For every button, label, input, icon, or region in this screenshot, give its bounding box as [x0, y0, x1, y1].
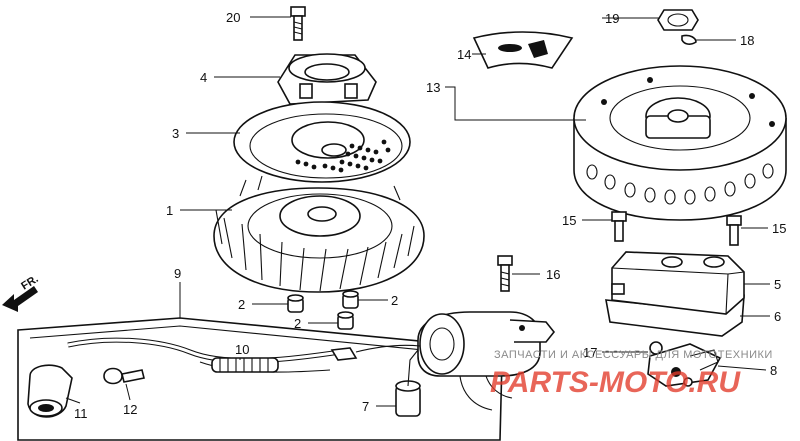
callout-numbers: 20 4 3 1 9 2 2 2 10 11 12 7 13 14 19 18 … — [74, 10, 786, 421]
callout-11: 11 — [74, 406, 88, 421]
callout-2b: 2 — [391, 293, 398, 308]
callout-6: 6 — [774, 309, 781, 324]
part-12-clip — [103, 367, 145, 385]
callout-15a: 15 — [562, 213, 576, 228]
callout-4: 4 — [200, 70, 207, 85]
callout-14: 14 — [457, 47, 471, 62]
part-4-starter-pulley — [277, 53, 377, 105]
callout-13: 13 — [426, 80, 440, 95]
part-1-cooling-fan — [213, 175, 425, 293]
callout-1: 1 — [166, 203, 173, 218]
callout-2a: 2 — [238, 297, 245, 312]
part-5-ignition-cover — [611, 251, 745, 315]
part-19-flywheel-nut — [657, 9, 699, 31]
ignition-coil — [330, 311, 556, 411]
watermark-logo: PARTS-MOTO.RU — [490, 366, 741, 399]
part-15-bolt-right — [726, 215, 742, 246]
part-14-label-sticker — [472, 31, 574, 69]
part-7-condenser — [395, 349, 421, 417]
callout-5: 5 — [774, 277, 781, 292]
part-15-bolt-left — [611, 211, 627, 242]
watermark: ЗАПЧАСТИ И АКСЕССУАРЫ ДЛЯ МОТОТЕХНИКИ PA… — [490, 349, 773, 399]
front-direction-label: FR. — [19, 273, 40, 293]
part-18-woodruff-key — [681, 34, 697, 45]
callout-9: 9 — [174, 266, 181, 281]
leader-lines — [65, 16, 770, 407]
watermark-tagline: ЗАПЧАСТИ И АКСЕССУАРЫ ДЛЯ МОТОТЕХНИКИ — [494, 349, 773, 361]
callout-8: 8 — [770, 363, 777, 378]
part-3-cooling-cover — [233, 101, 411, 183]
callout-15b: 15 — [772, 221, 786, 236]
part-10-hv-lead — [67, 337, 341, 373]
callout-10: 10 — [235, 342, 249, 357]
front-direction-arrow — [2, 286, 38, 312]
callout-20: 20 — [226, 10, 240, 25]
part-13-flywheel — [573, 65, 787, 221]
callout-16: 16 — [546, 267, 560, 282]
part-20-bolt — [290, 6, 306, 41]
part-8-contact-breaker — [647, 341, 722, 387]
callout-12: 12 — [123, 402, 137, 417]
callout-2c: 2 — [294, 316, 301, 331]
part-2-spacers — [287, 290, 359, 330]
callout-3: 3 — [172, 126, 179, 141]
part-16-bolt — [497, 255, 513, 292]
callout-17: 17 — [583, 345, 597, 360]
callout-18: 18 — [740, 33, 754, 48]
callout-7: 7 — [362, 399, 369, 414]
callout-19: 19 — [605, 11, 619, 26]
part-11-spark-plug-cap — [27, 364, 73, 418]
